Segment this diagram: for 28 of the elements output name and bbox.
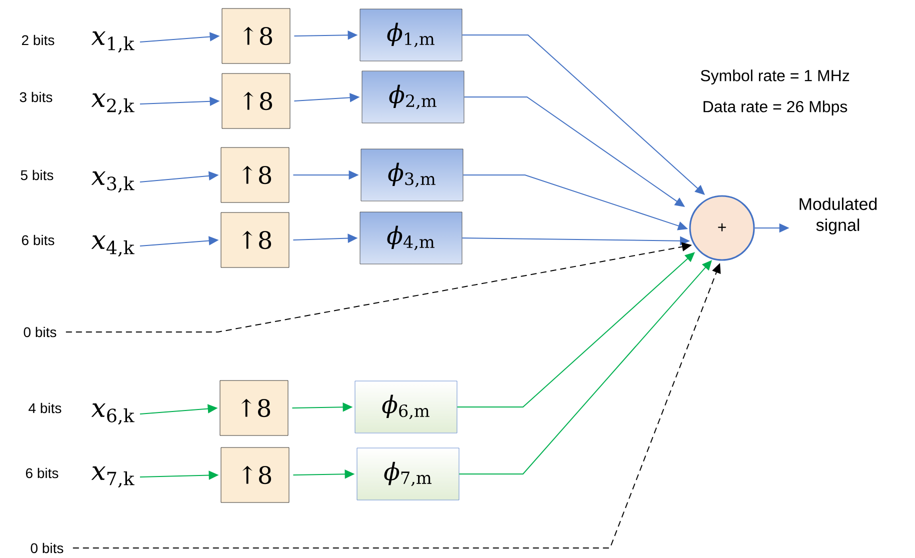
upsampler-box: ↑8: [220, 380, 288, 436]
output-label: Modulated signal: [800, 198, 877, 234]
upsampler-box: ↑8: [222, 8, 290, 64]
bit-count-label: 3 bits: [20, 92, 52, 102]
filter-box: ϕ$_{6,m}$: [354, 380, 458, 434]
signal-symbol: x$_{7,k}$: [91, 466, 134, 488]
bit-count-label: 6 bits: [22, 234, 54, 246]
signal-symbol: x$_{6,k}$: [91, 403, 134, 425]
rate-note: Symbol rate = 1 MHz: [700, 70, 850, 84]
upsampler-box: ↑8: [220, 447, 290, 503]
upsampler-box: ↑8: [222, 73, 290, 129]
bit-count-label: 5 bits: [20, 170, 54, 180]
signal-symbol: x$_{3,k}$: [91, 171, 134, 193]
filter-box: ϕ$_{3,m}$: [360, 148, 464, 202]
filter-box: ϕ$_{2,m}$: [362, 70, 464, 124]
bit-count-label: 2 bits: [22, 34, 54, 46]
arrow: [462, 34, 705, 195]
signal-symbol: x$_{2,k}$: [91, 93, 134, 115]
bit-count-label: 4 bits: [28, 402, 62, 414]
bit-count-label: 0 bits: [30, 542, 64, 554]
filter-box: ϕ$_{7,m}$: [356, 448, 460, 500]
filter-box: ϕ$_{1,m}$: [360, 8, 462, 62]
bit-count-label: 0 bits: [24, 326, 56, 338]
signal-symbol: x$_{1,k}$: [91, 31, 134, 53]
bit-count-label: 6 bits: [26, 468, 58, 478]
upsampler-box: ↑8: [220, 147, 290, 203]
rate-note: Data rate = 26 Mbps: [704, 100, 848, 116]
arrow: [458, 260, 712, 474]
